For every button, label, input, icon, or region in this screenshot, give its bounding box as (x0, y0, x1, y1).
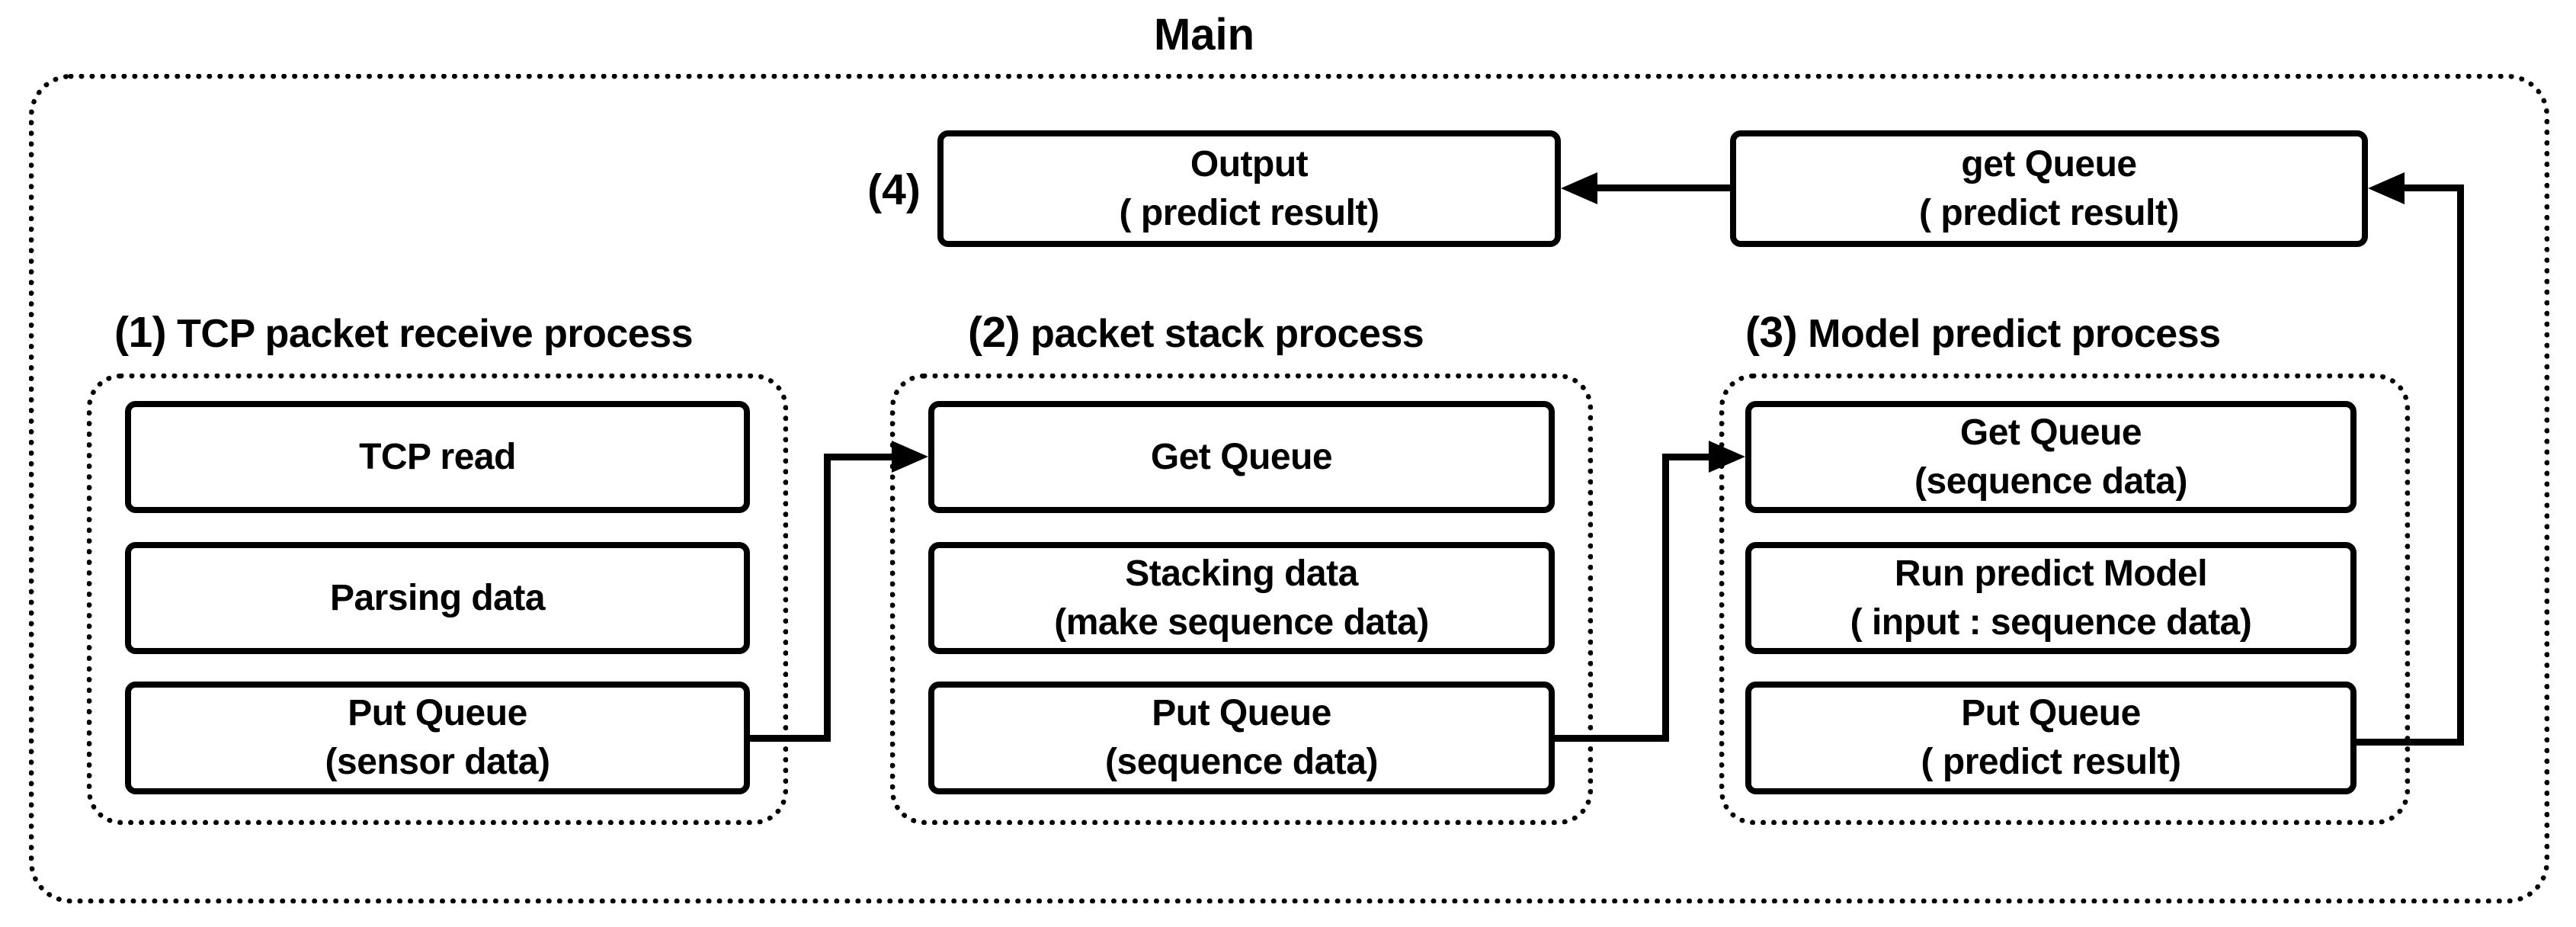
parsing-data-box: Parsing data (125, 542, 750, 654)
elbow-vertical-segment (1662, 454, 1669, 742)
get-queue-sequence-line1: Get Queue (1959, 412, 2142, 453)
section-3-number: (3) (1745, 308, 1798, 357)
put-queue-sequence-box: Put Queue (sequence data) (928, 682, 1555, 794)
get-queue-result-box: get Queue ( predict result) (1730, 130, 2368, 247)
output-box: Output ( predict result) (937, 130, 1561, 247)
elbow-top-segment (1662, 454, 1709, 460)
section-2-frame (890, 374, 1593, 825)
section-2-text: packet stack process (1030, 312, 1424, 356)
put-queue-sensor-box: Put Queue (sensor data) (125, 682, 750, 794)
run-predict-model-line1: Run predict Model (1894, 553, 2208, 594)
get-queue-sequence-box: Get Queue (sequence data) (1745, 401, 2357, 513)
section-3-text: Model predict process (1808, 312, 2221, 356)
stacking-data-line1: Stacking data (1125, 553, 1358, 594)
put-queue-sensor-line1: Put Queue (348, 693, 527, 733)
stacking-data-box: Stacking data (make sequence data) (928, 542, 1555, 654)
elbow-bottom-segment (1555, 735, 1669, 742)
stacking-data-line2: (make sequence data) (1054, 601, 1429, 643)
put-queue-sensor-line2: (sensor data) (325, 742, 550, 782)
section-1-frame (87, 374, 788, 825)
arrowhead-right-icon (1709, 441, 1745, 473)
arrowhead-right-icon (892, 441, 928, 473)
parsing-data-line1: Parsing data (329, 577, 546, 618)
arrowhead-left-icon (2368, 172, 2405, 204)
section-1-number: (1) (114, 308, 167, 357)
main-title: Main (1153, 10, 1255, 59)
put-queue-result-box: Put Queue ( predict result) (1745, 682, 2357, 794)
loop-vertical-segment (2457, 184, 2464, 746)
get-queue-result-line1: get Queue (1961, 143, 2137, 184)
section-2-number: (2) (968, 308, 1020, 357)
get-queue-line1: Get Queue (1150, 436, 1333, 477)
arrow-shaft (1593, 184, 1730, 191)
elbow-bottom-segment (750, 735, 831, 742)
put-queue-result-line1: Put Queue (1961, 693, 2141, 733)
get-queue-result-line2: ( predict result) (1919, 192, 2179, 233)
step4-label: (4) (867, 165, 921, 214)
tcp-read-line1: TCP read (359, 436, 516, 477)
elbow-top-segment (824, 454, 896, 460)
section-2-label: (2) packet stack process (968, 307, 1424, 358)
main-frame (29, 74, 2549, 903)
run-predict-model-line2: ( input : sequence data) (1850, 601, 2252, 643)
tcp-read-box: TCP read (125, 401, 750, 513)
output-box-line1: Output (1190, 143, 1309, 184)
section-3-frame (1719, 374, 2410, 825)
get-queue-box: Get Queue (928, 401, 1555, 513)
put-queue-result-line2: ( predict result) (1921, 742, 2181, 782)
put-queue-sequence-line1: Put Queue (1152, 693, 1331, 733)
elbow-vertical-segment (824, 454, 831, 742)
put-queue-sequence-line2: (sequence data) (1105, 742, 1378, 782)
section-3-label: (3) Model predict process (1745, 307, 2221, 358)
section-1-label: (1) TCP packet receive process (114, 307, 694, 358)
get-queue-sequence-line2: (sequence data) (1914, 460, 2187, 502)
loop-top-segment (2401, 184, 2464, 191)
section-1-text: TCP packet receive process (177, 312, 694, 356)
run-predict-model-box: Run predict Model ( input : sequence data… (1745, 542, 2357, 654)
output-box-line2: ( predict result) (1119, 192, 1379, 233)
arrowhead-left-icon (1561, 172, 1597, 204)
